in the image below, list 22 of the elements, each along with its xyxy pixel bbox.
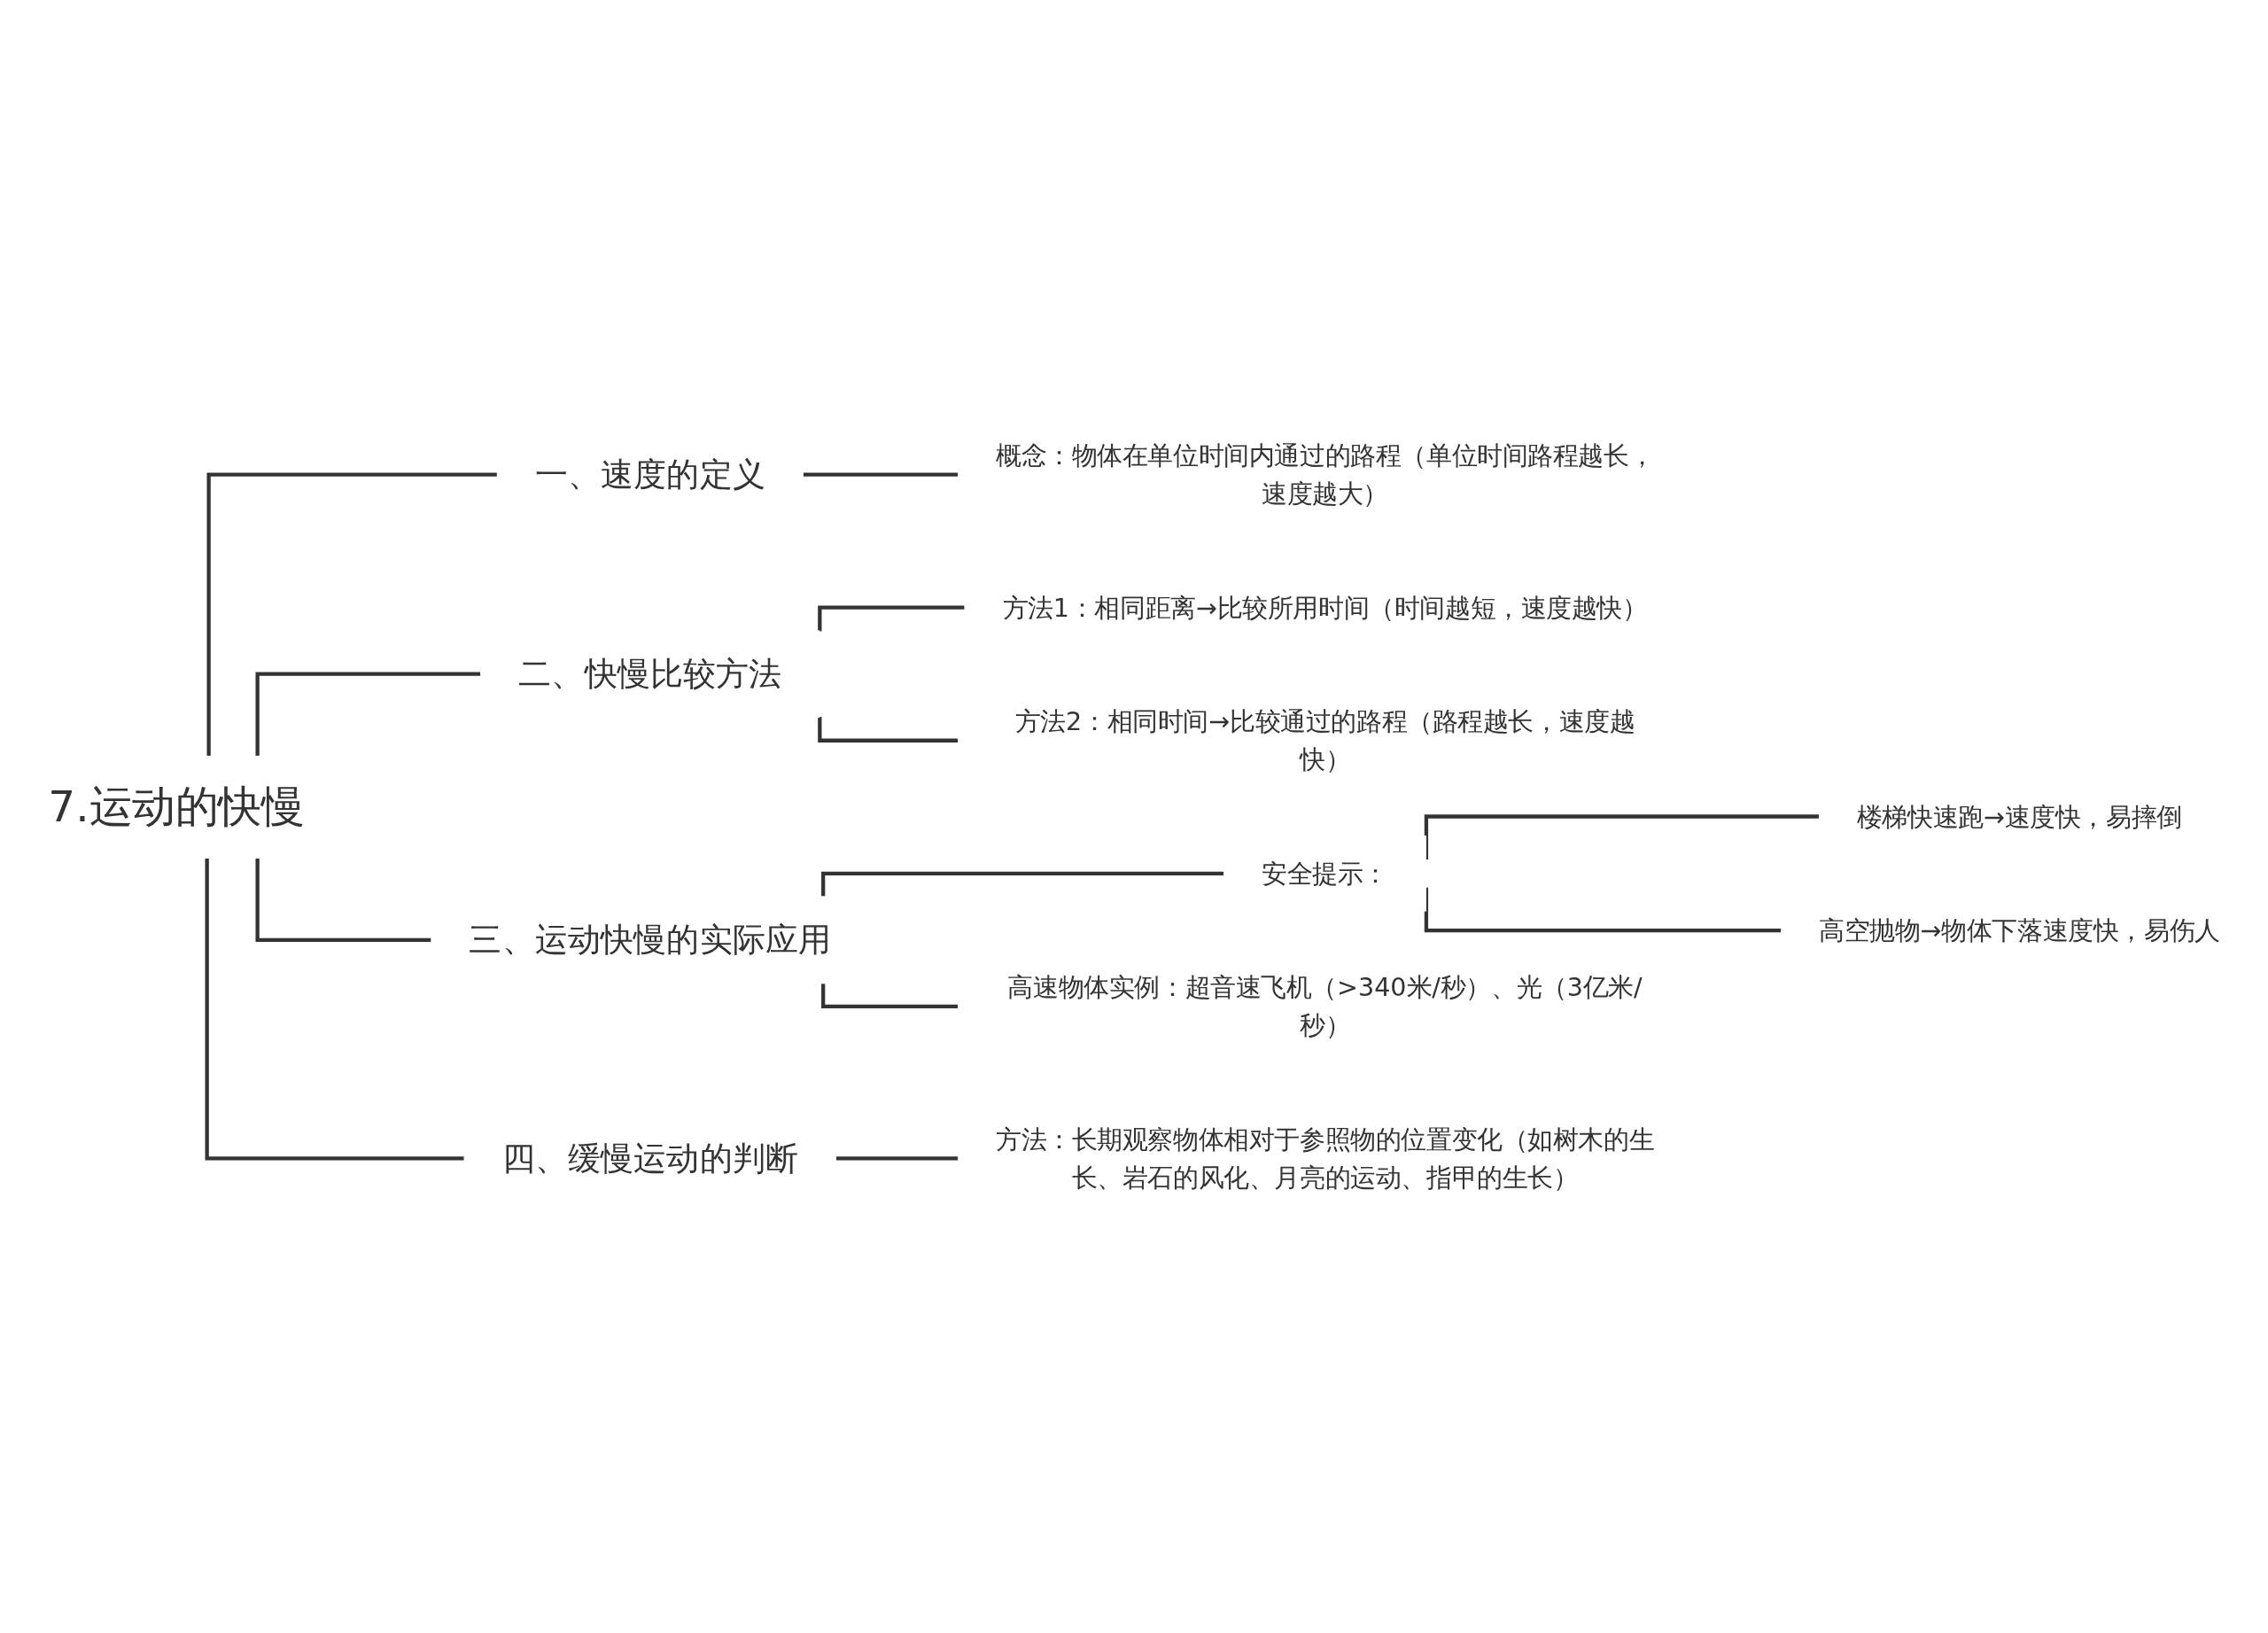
connector: [818, 605, 965, 632]
connector: [206, 472, 497, 756]
node-text: 概念：物体在单位时间内通过的路程（单位时间路程越长，速度越大）: [995, 440, 1655, 509]
node-text: 高速物体实例：超音速飞机（>340米/秒）、光（3亿米/秒）: [1007, 972, 1643, 1041]
node-text: 方法：长期观察物体相对于参照物的位置变化（如树木的生长、岩石的风化、月亮的运动、指甲的生长）: [995, 1124, 1655, 1193]
node-text: 高空抛物→物体下落速度快，易伤人: [1818, 914, 2220, 946]
node-text: 二、快慢比较方法: [518, 654, 782, 693]
node-text: 方法1：相同距离→比较所用时间（时间越短，速度越快）: [1002, 592, 1648, 623]
node-text: 楼梯快速跑→速度快，易摔倒: [1856, 801, 2182, 832]
node-text: 7.运动的快慢: [48, 781, 305, 832]
connector: [255, 858, 431, 942]
connector: [255, 672, 481, 756]
node-text: 四、缓慢运动的判断: [501, 1139, 799, 1178]
node-text: 三、运动快慢的实际应用: [469, 920, 832, 959]
connector: [821, 984, 959, 1009]
node-text: 方法2：相同时间→比较通过的路程（路程越长，速度越快）: [1014, 706, 1635, 775]
connector: [1424, 814, 1819, 859]
connector: [818, 717, 959, 743]
node-text: 一、速度的定义: [534, 455, 765, 494]
connector: [205, 858, 464, 1161]
connector: [821, 871, 1224, 897]
connector: [1424, 887, 1782, 933]
